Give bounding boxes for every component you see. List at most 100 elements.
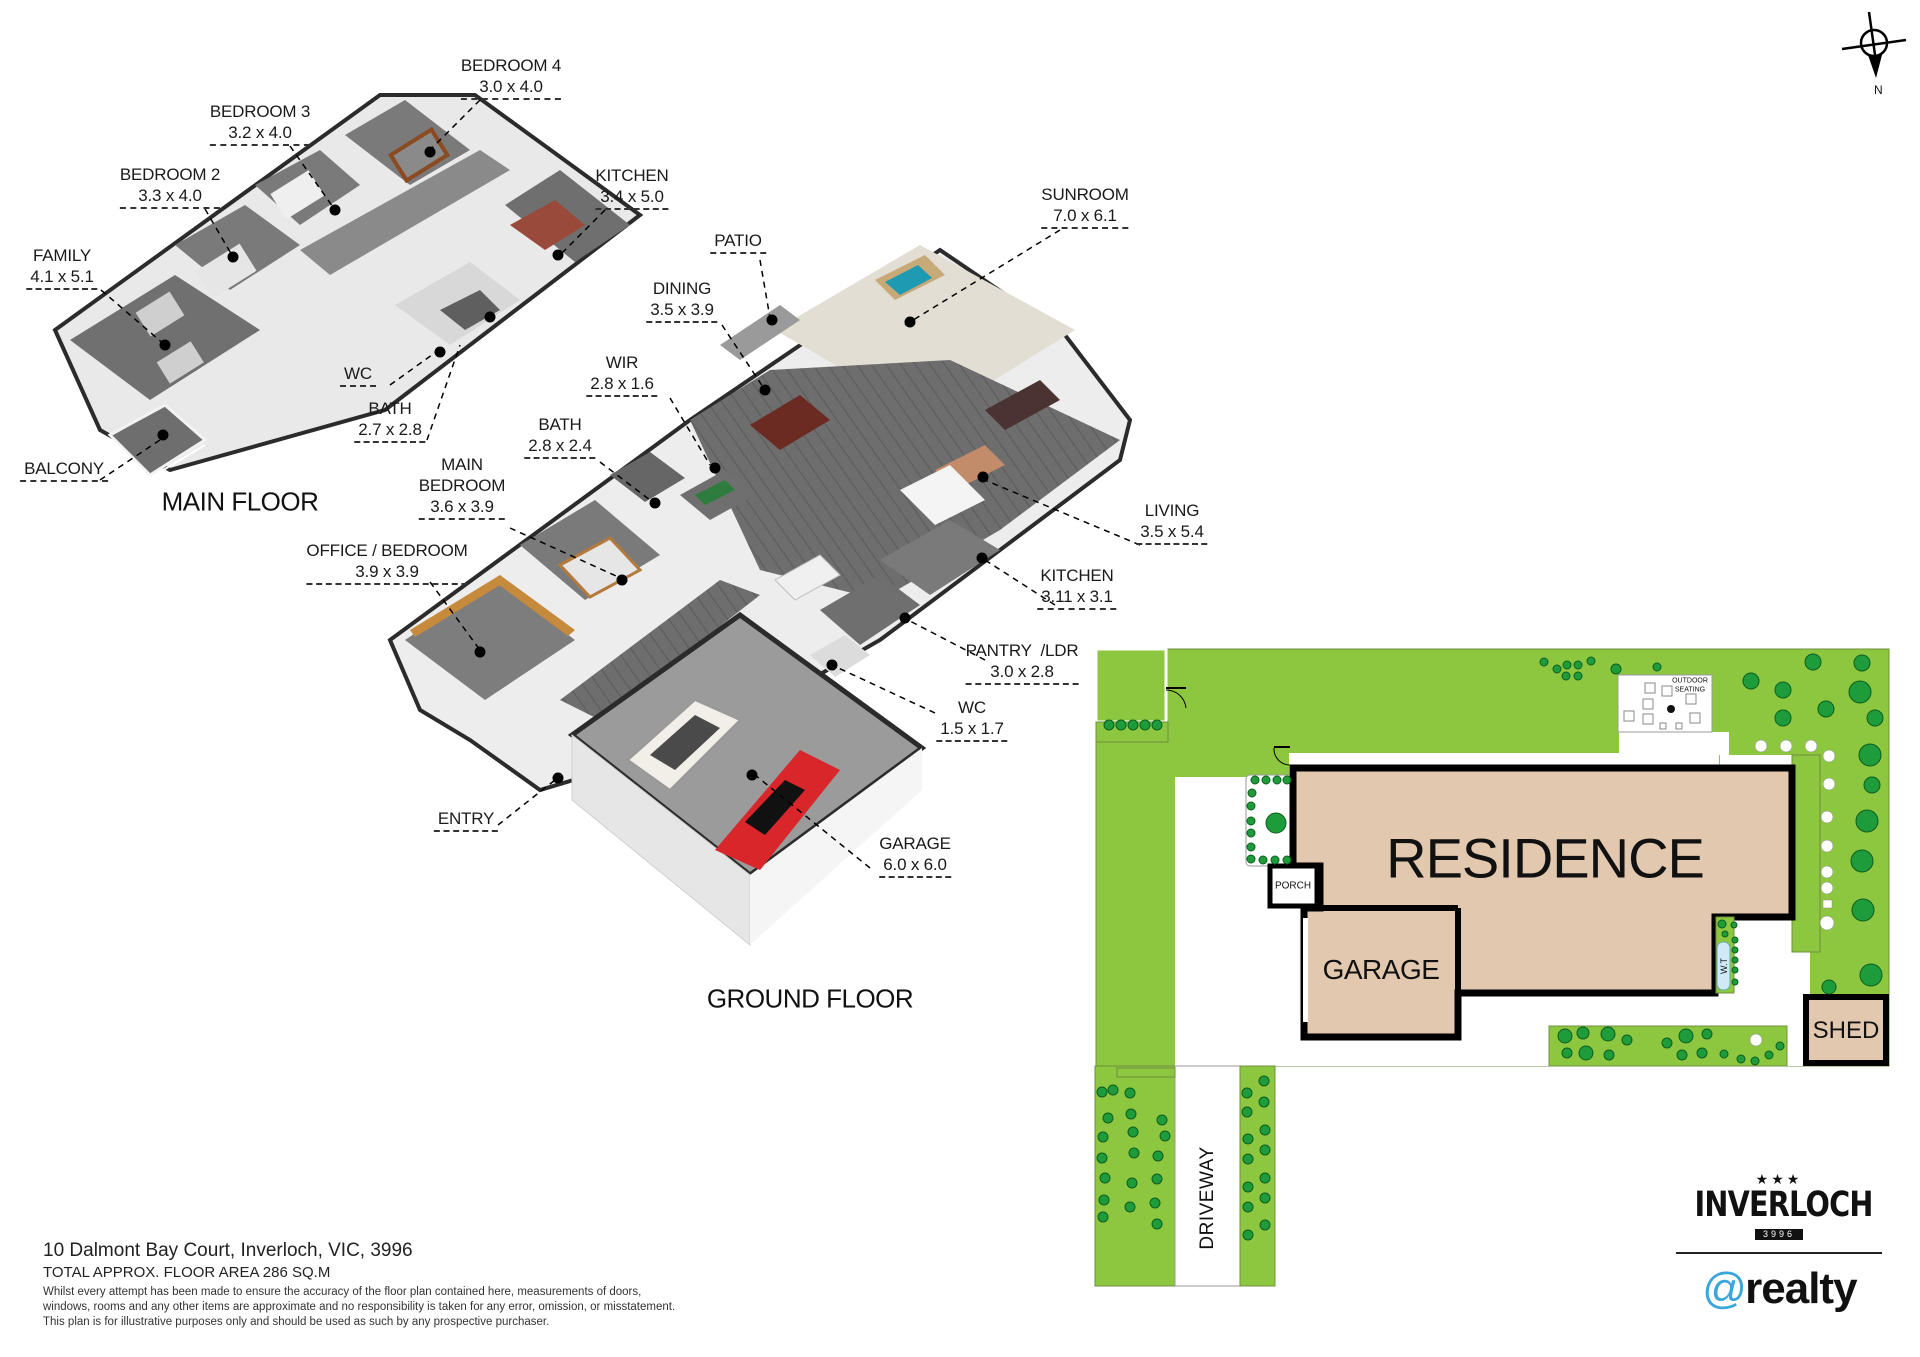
- agency-logo: ★★★ INVERLOCH 3996 @realty: [1676, 1172, 1882, 1312]
- property-address: 10 Dalmont Bay Court, Inverloch, VIC, 39…: [43, 1240, 413, 1261]
- ground-wc: [810, 635, 870, 677]
- room-label-office-bedroom: OFFICE / BEDROOM 3.9 x 3.9: [306, 540, 468, 585]
- room-dimensions: 4.1 x 5.1: [26, 266, 98, 290]
- room-name: BEDROOM 2: [119, 165, 221, 184]
- room-name: DINING: [652, 279, 712, 298]
- room-dimensions: 3.0 x 2.8: [965, 661, 1079, 685]
- room-dimensions: 7.0 x 6.1: [1041, 205, 1129, 229]
- room-name: KITCHEN: [1040, 566, 1114, 585]
- room-dimensions: 6.0 x 6.0: [879, 854, 951, 878]
- room-name: BEDROOM 4: [460, 56, 562, 75]
- porch: [1267, 863, 1320, 909]
- room-name: WC: [340, 363, 376, 387]
- porch-label: PORCH: [1274, 880, 1312, 892]
- disclaimer-line-2: windows, rooms and any other items are a…: [43, 1301, 676, 1313]
- shed: [1803, 994, 1889, 1066]
- room-dimensions: 3.3 x 4.0: [119, 185, 221, 209]
- room-name-line-2: BEDROOM: [418, 476, 506, 495]
- room-label-ground-bath: BATH 2.8 x 2.4: [524, 414, 596, 459]
- realty-text: realty: [1745, 1264, 1857, 1313]
- ground-bath: [610, 452, 685, 502]
- room-name: OFFICE / BEDROOM: [306, 541, 468, 560]
- room-dimensions: 3.5 x 3.9: [646, 299, 718, 323]
- room-name: MAIN: [441, 455, 483, 474]
- residence-label: RESIDENCE: [1386, 826, 1705, 890]
- residence-outline: [1289, 764, 1796, 1041]
- room-label-bedroom-3: BEDROOM 3 3.2 x 4.0: [209, 101, 311, 146]
- main-balcony: [107, 403, 208, 477]
- room-dimensions: 2.8 x 2.4: [524, 435, 596, 459]
- room-label-entry: ENTRY: [433, 808, 499, 832]
- room-label-sunroom: SUNROOM 7.0 x 6.1: [1041, 184, 1129, 229]
- water-tank: [1716, 941, 1731, 991]
- room-dimensions: 3.11 x 3.1: [1037, 586, 1117, 610]
- driveway-label: DRIVEWAY: [1197, 1146, 1218, 1250]
- room-name: FAMILY: [32, 246, 92, 265]
- site-garage-label: GARAGE: [1322, 954, 1440, 985]
- outdoor-seating-label-1: OUTDOOR: [1672, 677, 1708, 685]
- room-name: BALCONY: [20, 458, 108, 482]
- room-dimensions: 3.9 x 3.9: [306, 561, 468, 585]
- room-dimensions: 1.5 x 1.7: [936, 718, 1008, 742]
- compass-north-label: N: [1874, 83, 1883, 97]
- room-label-main-kitchen: KITCHEN 3.4 x 5.0: [595, 165, 669, 210]
- room-label-main-bedroom: MAIN BEDROOM 3.6 x 3.9: [418, 454, 506, 520]
- room-name: LIVING: [1144, 501, 1200, 520]
- disclaimer-line-3: This plan is for illustrative purposes o…: [43, 1316, 550, 1328]
- room-label-main-wc: WC: [340, 363, 376, 387]
- ground-sunroom: [775, 245, 1075, 420]
- room-label-dining: DINING 3.5 x 3.9: [646, 278, 718, 323]
- main-family-room: [70, 275, 260, 400]
- main-floor-title: MAIN FLOOR: [161, 486, 319, 517]
- ground-kitchen: [880, 520, 1000, 595]
- room-label-garage: GARAGE 6.0 x 6.0: [879, 833, 951, 878]
- logo-divider: [1676, 1252, 1882, 1254]
- room-dimensions: 3.0 x 4.0: [460, 76, 562, 100]
- room-name: SUNROOM: [1041, 185, 1129, 204]
- room-label-main-bath: BATH 2.7 x 2.8: [354, 398, 426, 443]
- room-name: ENTRY: [433, 808, 499, 832]
- room-name: BATH: [538, 415, 582, 434]
- room-name: PANTRY /LDR: [965, 641, 1079, 660]
- outdoor-seating-label-2: SEATING: [1674, 686, 1706, 694]
- brand-postcode: 3996: [1754, 1229, 1804, 1240]
- room-markers: [99, 99, 1141, 869]
- main-floor-plan: [52, 93, 644, 479]
- room-label-bedroom-2: BEDROOM 2 3.3 x 4.0: [119, 164, 221, 209]
- room-label-balcony: BALCONY: [20, 458, 108, 482]
- total-floor-area: TOTAL APPROX. FLOOR AREA 286 SQ.M: [43, 1264, 331, 1281]
- room-label-patio: PATIO: [710, 230, 766, 254]
- ground-floor-title: GROUND FLOOR: [706, 983, 914, 1014]
- site-plan: [1094, 647, 1890, 1287]
- room-dimensions: 3.2 x 4.0: [209, 122, 311, 146]
- disclaimer: Whilst every attempt has been made to en…: [43, 1285, 803, 1330]
- room-name: KITCHEN: [595, 166, 669, 185]
- room-dimensions: 3.4 x 5.0: [595, 186, 669, 210]
- ground-pantry: [820, 575, 920, 645]
- north-arrow-icon: [1841, 11, 1907, 78]
- property-footer: 10 Dalmont Bay Court, Inverloch, VIC, 39…: [43, 1240, 803, 1330]
- disclaimer-line-1: Whilst every attempt has been made to en…: [43, 1286, 642, 1298]
- room-name: PATIO: [710, 230, 766, 254]
- water-tank-label: W.T: [1719, 958, 1729, 974]
- ground-floor-plan: [387, 245, 1133, 947]
- room-label-ground-kitchen: KITCHEN 3.11 x 3.1: [1037, 565, 1117, 610]
- room-dimensions: 3.6 x 3.9: [418, 496, 506, 520]
- room-label-pantry-ldr: PANTRY /LDR 3.0 x 2.8: [965, 640, 1079, 685]
- room-label-wir: WIR 2.8 x 1.6: [586, 352, 658, 397]
- room-dimensions: 2.8 x 1.6: [586, 373, 658, 397]
- ground-patio: [720, 305, 800, 360]
- room-label-family: FAMILY 4.1 x 5.1: [26, 245, 98, 290]
- room-label-bedroom-4: BEDROOM 4 3.0 x 4.0: [460, 55, 562, 100]
- room-name: BEDROOM 3: [209, 102, 311, 121]
- room-name: BATH: [368, 399, 412, 418]
- stars-icon: ★★★: [1755, 1171, 1803, 1187]
- room-dimensions: 3.5 x 5.4: [1136, 521, 1208, 545]
- realty-wordmark: @realty: [1676, 1266, 1882, 1312]
- room-label-living: LIVING 3.5 x 5.4: [1136, 500, 1208, 545]
- room-name: GARAGE: [879, 834, 951, 853]
- brand-wordmark: INVERLOCH: [1694, 1185, 1874, 1225]
- shed-label: SHED: [1812, 1017, 1880, 1044]
- at-sign-icon: @: [1701, 1264, 1746, 1313]
